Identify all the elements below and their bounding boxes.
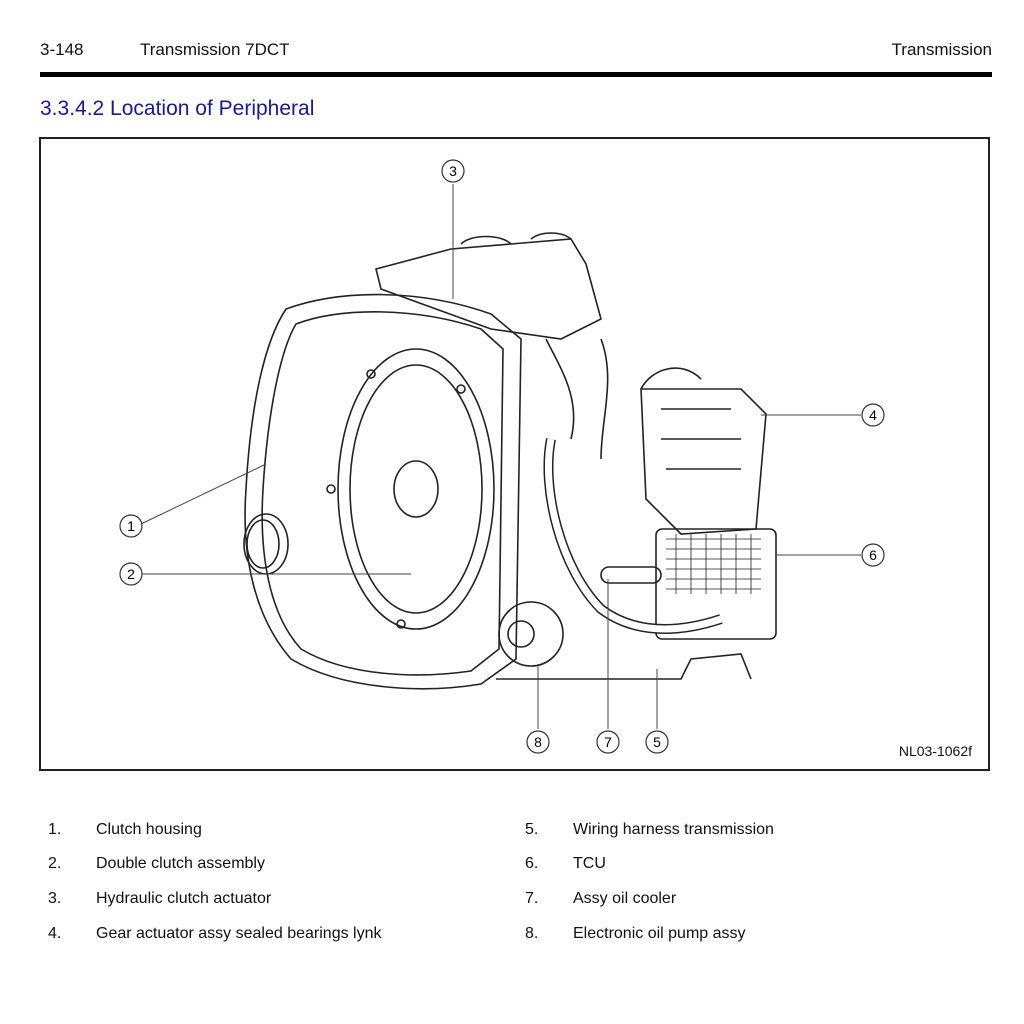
legend-number: 1. <box>48 821 62 838</box>
svg-text:2: 2 <box>127 566 135 582</box>
callout-leaders <box>140 184 861 729</box>
legend-number: 4. <box>48 925 62 942</box>
transmission-body <box>243 232 777 690</box>
clutch-housing-outline <box>244 293 522 690</box>
svg-text:5: 5 <box>653 734 661 750</box>
callout-1: 1 <box>119 514 143 538</box>
svg-text:1: 1 <box>127 518 135 534</box>
transmission-illustration: 1 2 3 4 5 6 7 8 NL03-1062f <box>39 137 990 771</box>
section-title: 3.3.4.2 Location of Peripheral <box>40 97 315 120</box>
svg-text:6: 6 <box>869 547 877 563</box>
callout-4: 4 <box>861 403 885 427</box>
legend-text: Wiring harness transmission <box>573 821 774 838</box>
chapter-title: Transmission <box>891 40 992 59</box>
legend-text: Clutch housing <box>96 821 202 838</box>
header-rule <box>40 72 992 77</box>
transmission-drawing: 1 2 3 4 5 6 7 8 <box>119 159 885 754</box>
svg-text:8: 8 <box>534 734 542 750</box>
legend-text: Assy oil cooler <box>573 890 677 907</box>
svg-text:7: 7 <box>604 734 612 750</box>
legend-number: 8. <box>525 925 539 942</box>
callout-5: 5 <box>645 730 669 754</box>
gear-actuator-outline <box>640 388 767 535</box>
leader-1 <box>140 463 267 525</box>
legend-text: TCU <box>573 855 606 872</box>
legend-number: 2. <box>48 855 62 872</box>
legend-text: Gear actuator assy sealed bearings lynk <box>96 925 382 942</box>
tcu-outline <box>655 528 777 640</box>
figure-id: NL03-1062f <box>898 743 972 759</box>
legend-text: Double clutch assembly <box>96 855 265 872</box>
oil-cooler-pipe <box>543 438 723 634</box>
callout-2: 2 <box>119 562 143 586</box>
callout-8: 8 <box>526 730 550 754</box>
hydraulic-actuator-outline <box>375 238 602 340</box>
callout-7: 7 <box>596 730 620 754</box>
legend-number: 3. <box>48 890 62 907</box>
svg-text:3: 3 <box>449 163 457 179</box>
svg-text:4: 4 <box>869 407 877 423</box>
oil-pump-outline <box>498 601 564 667</box>
callouts: 1 2 3 4 5 6 7 8 <box>119 159 885 754</box>
document-title: Transmission 7DCT <box>140 40 290 59</box>
page-number: 3-148 <box>40 40 84 59</box>
legend-number: 6. <box>525 855 539 872</box>
legend-number: 5. <box>525 821 539 838</box>
legend-text: Hydraulic clutch actuator <box>96 890 272 907</box>
legend-number: 7. <box>525 890 539 907</box>
legend-text: Electronic oil pump assy <box>573 925 746 942</box>
double-clutch-disc <box>337 348 495 630</box>
callout-6: 6 <box>861 543 885 567</box>
callout-3: 3 <box>441 159 465 183</box>
